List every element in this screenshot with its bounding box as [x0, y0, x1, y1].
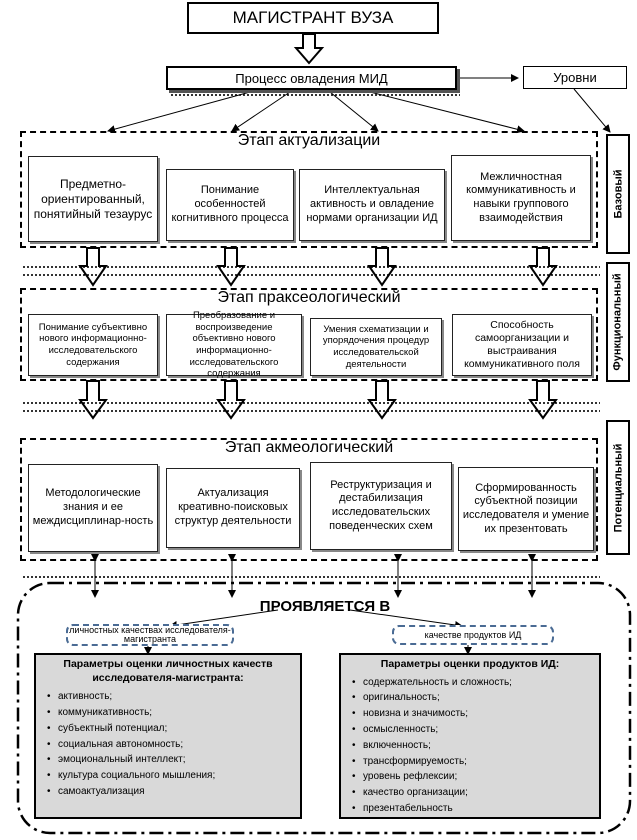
dotted-row — [170, 93, 460, 98]
dotted-row — [22, 401, 600, 406]
stage3-card-1: Методологические знания и ее междисципли… — [28, 464, 158, 552]
stage1-card-4: Межличностная коммуникативность и навыки… — [451, 155, 591, 241]
personal-params-box: Параметры оценки личностных качеств иссл… — [34, 653, 302, 819]
list-item: коммуникативность; — [47, 705, 294, 721]
list-item: эмоциональный интеллект; — [47, 752, 294, 768]
product-params-box: Параметры оценки продуктов ИД: содержате… — [339, 653, 601, 819]
stage3-card-3: Реструктуризация и дестабилизация исслед… — [310, 462, 452, 550]
product-quality-label: качестве продуктов ИД — [392, 625, 554, 645]
dotted-row — [22, 265, 600, 270]
side-label-potential: Потенциальный — [606, 420, 630, 555]
side-label-basic: Базовый — [606, 134, 630, 254]
stage3-card-4: Сформированность субъектной позиции иссл… — [458, 467, 594, 551]
list-item: презентабельность — [352, 801, 593, 817]
stage2-card-2: Преобразование и воспроизведение объекти… — [166, 310, 302, 379]
personal-qualities-label: личностных качествах исследователя-магис… — [66, 624, 234, 646]
fan-arrow — [107, 91, 251, 134]
list-item: уровень рефлексии; — [352, 769, 593, 785]
to-left-label-arrow — [169, 609, 279, 629]
product-params-title: Параметры оценки продуктов ИД: — [380, 658, 560, 670]
fan-arrow — [369, 91, 525, 134]
stage1-card-1: Предметно-ориентированный, понятийный те… — [28, 156, 158, 242]
stage-title-1: Этап актуализации — [20, 132, 598, 150]
fan-arrow — [231, 91, 291, 132]
personal-params-list: активность; коммуникативность; субъектны… — [42, 689, 294, 800]
list-item: осмысленность; — [352, 722, 593, 738]
stage2-card-3: Умения схематизации и упорядочения проце… — [310, 318, 442, 376]
list-item: культура социального мышления; — [47, 768, 294, 784]
stage1-card-3: Интеллектуальная активность и овладение … — [299, 169, 445, 241]
stage2-card-4: Способность самоорганизации и выстраиван… — [452, 314, 592, 376]
levels-to-side-arrow — [573, 88, 611, 133]
list-item: содержательность и сложность; — [352, 675, 593, 691]
process-box: Процесс овладения МИД — [166, 66, 457, 90]
list-item: активность; — [47, 689, 294, 705]
product-params-list: содержательность и сложность; оригинальн… — [347, 675, 593, 817]
list-item: самоактуализация — [47, 784, 294, 800]
manifest-title: ПРОЯВЛЯЕТСЯ В — [259, 597, 391, 615]
top-title: МАГИСТРАНТ ВУЗА — [232, 8, 394, 27]
levels-box: Уровни — [523, 66, 627, 89]
list-item: качество организации; — [352, 785, 593, 801]
process-label: Процесс овладения МИД — [235, 70, 388, 86]
fan-arrow — [329, 91, 379, 132]
top-title-box: МАГИСТРАНТ ВУЗА — [187, 2, 439, 34]
list-item: новизна и значимость; — [352, 706, 593, 722]
manifest-frame — [16, 581, 632, 835]
list-item: оригинальность; — [352, 690, 593, 706]
top-hollow-arrow — [293, 33, 325, 65]
stage-acmeological — [20, 438, 598, 561]
dotted-row — [22, 409, 600, 414]
list-item: социальная автономность; — [47, 737, 294, 753]
stage-praxeological — [20, 288, 598, 381]
stage3-card-2: Актуализация креативно-поисковых структу… — [166, 468, 300, 548]
to-right-label-arrow — [349, 609, 463, 629]
stage1-card-2: Понимание особенностей когнитивного проц… — [166, 169, 294, 241]
levels-label: Уровни — [553, 70, 597, 85]
dotted-row — [22, 575, 600, 580]
dotted-row — [22, 273, 600, 278]
list-item: включенность; — [352, 738, 593, 754]
stage-title-3: Этап акмеологический — [20, 439, 598, 457]
stage2-card-1: Понимание субъективно нового информацион… — [28, 314, 158, 376]
stage-title-2: Этап праксеологический — [20, 289, 598, 307]
stage-actualization — [20, 131, 598, 248]
side-label-functional: Функциональный — [606, 262, 630, 382]
personal-params-title: Параметры оценки личностных качеств иссл… — [63, 658, 273, 684]
list-item: субъектный потенциал; — [47, 721, 294, 737]
list-item: трансформируемость; — [352, 754, 593, 770]
